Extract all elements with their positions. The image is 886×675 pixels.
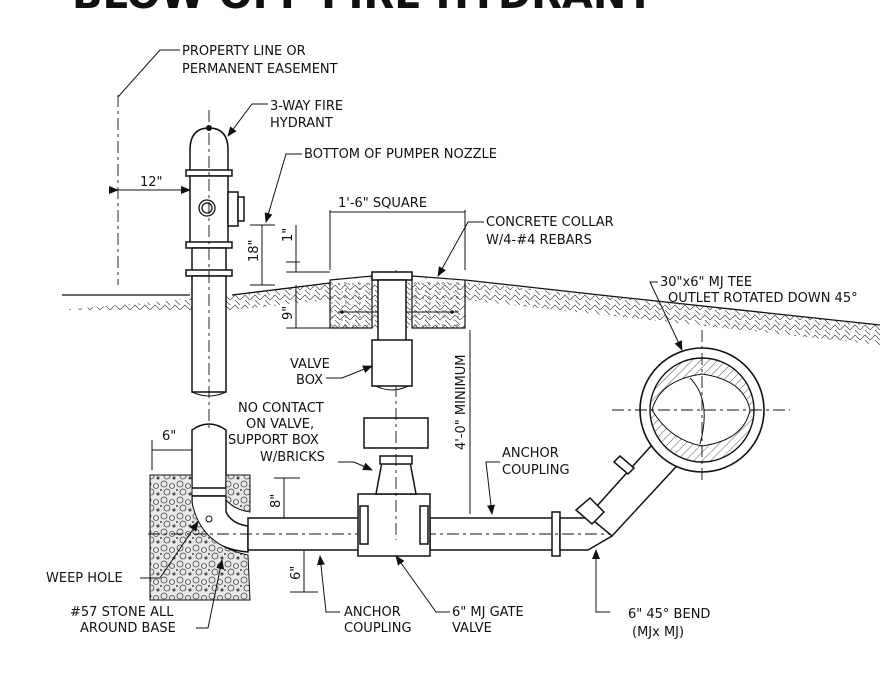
dim-square-label: 1'-6" SQUARE [338,196,427,211]
bend-label-2: (MJx MJ) [632,625,684,640]
leaders [140,103,683,629]
bend-label-1: 6" 45° BEND [628,607,710,622]
pumper-nozzle-label: BOTTOM OF PUMPER NOZZLE [304,147,497,162]
valve-box [371,271,413,391]
ground [62,279,881,345]
gate-valve-label-2: VALVE [452,621,492,636]
valve-box-label-2: BOX [296,373,323,388]
dim-min-depth-label: 4'-0" MINIMUM [454,355,469,450]
anchor-top-label-2: COUPLING [502,463,570,478]
hydrant-label-2: HYDRANT [270,116,333,131]
dim-9-label: 9" [281,306,296,320]
mj-tee [612,330,790,480]
dim-6-bottom-label: 6" [289,566,304,580]
gate-valve [357,270,431,557]
tee-label-2: OUTLET ROTATED DOWN 45° [668,291,858,306]
no-contact-label-1: NO CONTACT [238,401,324,416]
dim-1-label: 1" [281,228,296,242]
stone-base [149,474,251,601]
callouts: PROPERTY LINE OR PERMANENT EASEMENT 3-WA… [46,44,858,640]
no-contact-label-2: ON VALVE, [246,417,314,432]
anchor-bottom-label-2: COUPLING [344,621,412,636]
dim-18-label: 18" [247,239,262,262]
dim-12-label: 12" [140,175,163,190]
stone-label-2: AROUND BASE [80,621,176,636]
fire-hydrant [185,110,249,553]
hydrant-label-1: 3-WAY FIRE [270,99,343,114]
main-pipe [148,511,613,557]
no-contact-label-4: W/BRICKS [260,450,325,465]
collar-label-2: W/4-#4 REBARS [486,233,592,248]
stone-label-1: #57 STONE ALL [70,605,174,620]
valve-box-label-1: VALVE [290,357,330,372]
anchor-bottom-label-1: ANCHOR [344,605,401,620]
concrete-collar [329,275,466,329]
tee-label-1: 30"x6" MJ TEE [660,275,752,290]
weep-hole-label: WEEP HOLE [46,571,123,586]
bend-pipe [574,434,688,538]
gate-valve-label-1: 6" MJ GATE [452,605,524,620]
anchor-top-label-1: ANCHOR [502,446,559,461]
dimensions: 12" 18" 1" 9" 1'-6" SQUARE 4'-0" MINIMUM… [109,175,471,593]
collar-label-1: CONCRETE COLLAR [486,215,614,230]
property-line-label-2: PERMANENT EASEMENT [182,62,338,77]
dim-6-top-label: 6" [162,429,176,444]
no-contact-label-3: SUPPORT BOX [228,433,319,448]
property-line-label-1: PROPERTY LINE OR [182,44,306,59]
drawing-title: BLOW OFF FIRE HYDRANT [72,0,654,18]
dim-8-label: 8" [269,494,284,508]
